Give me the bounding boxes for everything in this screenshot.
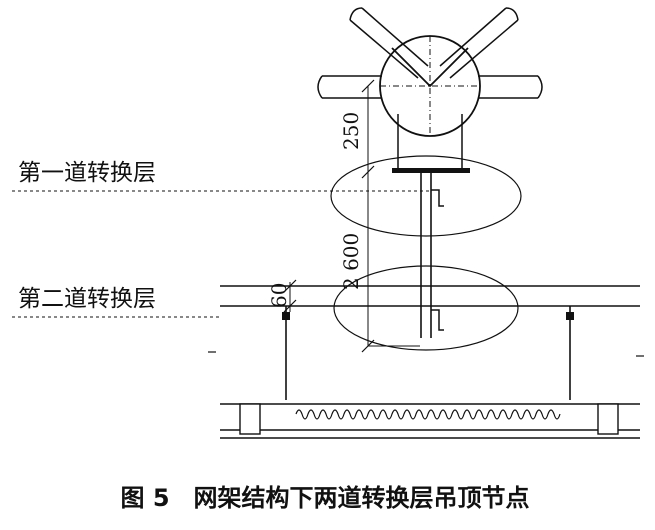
layer1-annotation: 第一道转换层: [12, 160, 430, 192]
figure-caption: 图 5 网架结构下两道转换层吊顶节点: [120, 484, 529, 512]
chord-tube-left-end: [317, 75, 323, 99]
tick-top: [361, 79, 375, 93]
ceiling-system: [220, 306, 640, 439]
hanger-support: [392, 114, 470, 338]
diagonal-tube-left-edge-a: [349, 19, 419, 79]
dimension-system: 250 2 600 60: [267, 79, 420, 353]
ball-joint-web-lines: [391, 47, 469, 88]
diagonal-tube-right-edge-b: [449, 19, 519, 79]
diagonal-tube-left-end: [349, 7, 363, 21]
chord-tube-right-end: [537, 75, 543, 99]
ellipse-first-layer: [330, 155, 522, 237]
tick-60-top: [283, 279, 297, 293]
hanger-clip-right: [566, 312, 574, 320]
corrugated-insulation: [295, 409, 561, 420]
ellipse-second-layer: [333, 265, 519, 351]
end-block-right: [597, 403, 619, 435]
tick-mid: [361, 165, 375, 179]
layer2-annotation: 第二道转换层: [12, 286, 220, 318]
first-layer-plate: [392, 168, 470, 173]
layer1-label: 第一道转换层: [18, 160, 156, 186]
dimension-2600: 2 600: [339, 233, 363, 290]
dimension-250: 250: [339, 112, 363, 150]
diagonal-tube-right-end: [505, 7, 519, 21]
angle-clip-upper: [431, 189, 444, 207]
dimension-60: 60: [267, 283, 291, 308]
diagonal-tube-left-edge-b: [361, 7, 429, 67]
diagonal-tube-right-edge-a: [439, 7, 507, 67]
angle-clip-lower: [431, 309, 444, 331]
end-block-left: [239, 403, 261, 435]
hanger-clip-left: [282, 312, 290, 320]
layer2-label: 第二道转换层: [18, 286, 156, 312]
space-frame-node: [317, 7, 543, 137]
